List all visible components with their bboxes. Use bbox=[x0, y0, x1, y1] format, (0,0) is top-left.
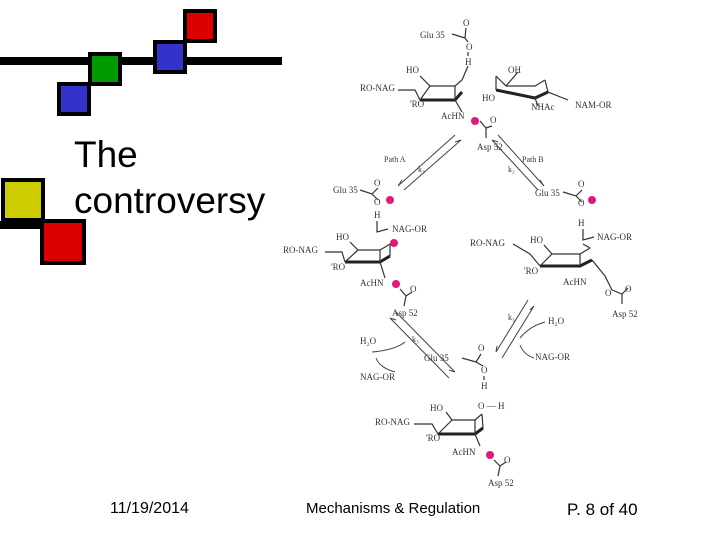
right-o2-label: O bbox=[578, 198, 585, 208]
left-glu-label: Glu 35 bbox=[333, 185, 358, 195]
left-step-nagor-label: NAG-OR bbox=[360, 372, 395, 382]
top-bar bbox=[0, 57, 282, 65]
right-glu-label: Glu 35 bbox=[535, 188, 560, 198]
left-ro-label: 'RO bbox=[331, 262, 346, 272]
bottom-asp-o-label: O bbox=[504, 455, 511, 465]
footer-title: Mechanisms & Regulation bbox=[306, 500, 481, 517]
red-square-large bbox=[40, 219, 86, 265]
left-asp-o-label: O bbox=[410, 284, 417, 294]
right-structure: Glu 35 O O H NAG-OR HO RO-NAG 'RO AcHN O… bbox=[470, 179, 638, 319]
title-line-2: controversy bbox=[74, 180, 266, 221]
bottom-ronag-label: RO-NAG bbox=[375, 417, 410, 427]
bottom-achn-label: AcHN bbox=[452, 447, 476, 457]
blue-square-bottom bbox=[57, 82, 91, 116]
right-asp-o2-label: O bbox=[605, 288, 612, 298]
top-nhac-label: NHAc bbox=[531, 102, 555, 112]
left-achn-label: AcHN bbox=[360, 278, 384, 288]
bottom-o1-label: O bbox=[478, 343, 485, 353]
top-asp-o-label: O bbox=[490, 115, 497, 125]
footer-page-number: P. 8 of 40 bbox=[567, 500, 638, 519]
right-ronag-label: RO-NAG bbox=[470, 238, 505, 248]
top-asp-label: Asp 52 bbox=[477, 142, 503, 152]
slide-title: The controversy bbox=[74, 132, 304, 224]
left-o2-label: O bbox=[374, 197, 381, 207]
top-glu-label: Glu 35 bbox=[420, 30, 445, 40]
left-asp-label: Asp 52 bbox=[392, 308, 418, 318]
green-square bbox=[88, 52, 122, 86]
blue-square-top bbox=[153, 40, 187, 74]
path-a-arrows: Path A k₂ bbox=[384, 134, 462, 191]
left-step-h2o-label: H₂O bbox=[360, 336, 377, 346]
title-line-1: The bbox=[74, 134, 138, 175]
top-ronag-label: RO-NAG bbox=[360, 83, 395, 93]
right-o1-label: O bbox=[578, 179, 585, 189]
right-asp-o-label: O bbox=[625, 284, 632, 294]
path-a-label: Path A bbox=[384, 155, 406, 164]
bottom-asp-charge-icon bbox=[486, 451, 494, 459]
right-glu-charge-icon bbox=[588, 196, 596, 204]
right-ro-label: 'RO bbox=[524, 266, 539, 276]
path-b-arrows: Path B k₂ bbox=[491, 134, 545, 191]
top-structure: Glu 35 O O H HO OH RO-NAG 'RO HO NHAc NA… bbox=[360, 18, 612, 152]
yellow-square bbox=[1, 178, 45, 222]
right-nagor-label: NAG-OR bbox=[597, 232, 632, 242]
right-achn-label: AcHN bbox=[563, 277, 587, 287]
left-asp-charge-icon bbox=[392, 280, 400, 288]
top-o1-label: O bbox=[463, 18, 470, 28]
left-hydrolysis-step: H₂O k₃ NAG-OR bbox=[360, 311, 456, 382]
bottom-structure: Glu 35 O O H HO O — H RO-NAG 'RO AcHN O … bbox=[375, 343, 514, 488]
right-ho-label: HO bbox=[530, 235, 543, 245]
top-ho-label: HO bbox=[406, 65, 419, 75]
bottom-glu-label: Glu 35 bbox=[424, 353, 449, 363]
bottom-oh-label: O — H bbox=[478, 401, 505, 411]
left-step-k-label: k₃ bbox=[412, 335, 419, 344]
top-ro-label: 'RO bbox=[410, 99, 425, 109]
bottom-ro-label: 'RO bbox=[426, 433, 441, 443]
path-a-k-label: k₂ bbox=[418, 165, 425, 174]
left-short-bar bbox=[0, 221, 60, 229]
left-glu-charge-icon bbox=[386, 196, 394, 204]
right-step-k-label: k₃ bbox=[508, 313, 515, 322]
left-nagor-label: NAG-OR bbox=[392, 224, 427, 234]
left-ronag-label: RO-NAG bbox=[283, 245, 318, 255]
lysozyme-mechanism-scheme: Glu 35 O O H HO OH RO-NAG 'RO HO NHAc NA… bbox=[283, 18, 638, 488]
bottom-ho-label: HO bbox=[430, 403, 443, 413]
top-achn-label: AcHN bbox=[441, 111, 465, 121]
top-oh-label: OH bbox=[508, 65, 521, 75]
top-negative-charge-icon bbox=[471, 117, 479, 125]
path-b-k-label: k₂ bbox=[508, 165, 515, 174]
right-step-nagor-label: NAG-OR bbox=[535, 352, 570, 362]
left-oxocarbenium-charge-icon bbox=[390, 239, 398, 247]
top-h-label: H bbox=[465, 57, 472, 67]
left-structure: Glu 35 O O H NAG-OR HO RO-NAG 'RO AcHN O… bbox=[283, 178, 427, 318]
top-o2-label: O bbox=[466, 42, 473, 52]
top-ho2-label: HO bbox=[482, 93, 495, 103]
footer-date: 11/19/2014 bbox=[110, 500, 189, 517]
left-h-label: H bbox=[374, 210, 381, 220]
left-o1-label: O bbox=[374, 178, 381, 188]
bottom-asp-label: Asp 52 bbox=[488, 478, 514, 488]
right-h-label: H bbox=[578, 218, 585, 228]
right-hydrolysis-step: k₃ H₂O NAG-OR bbox=[495, 299, 570, 362]
right-asp-label: Asp 52 bbox=[612, 309, 638, 319]
right-step-h2o-label: H₂O bbox=[548, 316, 565, 326]
bottom-o2-label: O bbox=[481, 365, 488, 375]
red-square-top bbox=[183, 9, 217, 43]
bottom-h-label: H bbox=[481, 381, 488, 391]
top-namor-label: NAM-OR bbox=[575, 100, 612, 110]
left-ho-label: HO bbox=[336, 232, 349, 242]
path-b-label: Path B bbox=[522, 155, 544, 164]
